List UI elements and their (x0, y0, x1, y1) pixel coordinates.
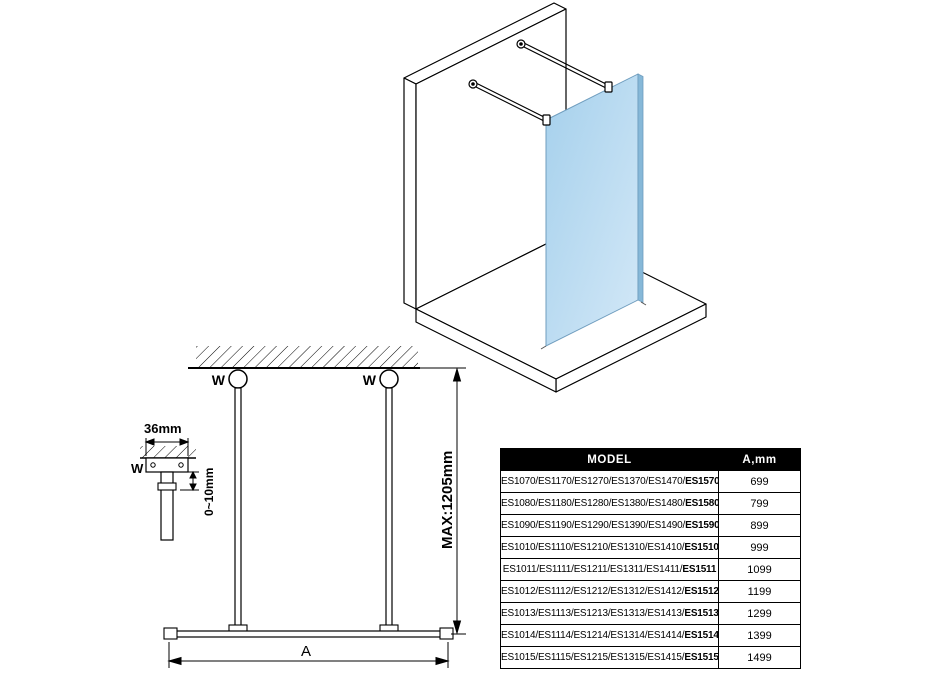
model-cell: ES1013/ES1113/ES1213/ES1313/ES1413/ES151… (500, 602, 719, 625)
table-row: ES1014/ES1114/ES1214/ES1314/ES1414/ES151… (500, 624, 801, 647)
support-rod-right (385, 387, 393, 634)
ceiling-hatch (196, 346, 418, 368)
mount-detail: 36mm 0~10mm W (131, 421, 216, 541)
adjust-range-dimension (178, 470, 199, 492)
bracket-screw-right (178, 462, 184, 468)
model-list: ES1015/ES1115/ES1215/ES1315/ES1415/ (501, 652, 685, 663)
bracket-width-label: 36mm (144, 421, 182, 436)
model-cell: ES1012/ES1112/ES1212/ES1312/ES1412/ES151… (500, 580, 719, 603)
front-view: W W MAX:1205mm A (163, 346, 466, 668)
table-row: ES1011/ES1111/ES1211/ES1311/ES1411/ES151… (500, 558, 801, 581)
model-last-bold: ES1570 (685, 476, 719, 487)
a-value-cell: 799 (718, 492, 801, 515)
model-last-bold: ES1513 (684, 608, 719, 619)
model-list: ES1011/ES1111/ES1211/ES1311/ES1411/ (502, 564, 683, 575)
model-last-bold: ES1511 (682, 564, 717, 575)
model-list: ES1090/ES1190/ES1290/ES1390/ES1490/ (501, 520, 686, 531)
a-value-cell: 699 (718, 470, 801, 493)
model-list: ES1070/ES1170/ES1270/ES1370/ES1470/ (501, 476, 686, 487)
max-height-dimension (451, 367, 466, 635)
glass-clamp (604, 81, 613, 93)
model-cell: ES1090/ES1190/ES1290/ES1390/ES1490/ES159… (500, 514, 719, 537)
model-last-bold: ES1512 (684, 586, 719, 597)
model-cell: ES1010/ES1110/ES1210/ES1310/ES1410/ES151… (500, 536, 719, 559)
a-value-cell: 999 (718, 536, 801, 559)
profile-end-cap-left (163, 627, 178, 640)
model-last-bold: ES1515 (684, 652, 719, 663)
wall-flange-screw (471, 82, 475, 86)
max-height-label: MAX:1205mm (439, 451, 456, 549)
glass-panel (540, 73, 647, 350)
model-last-bold: ES1514 (684, 630, 719, 641)
bracket-screw-left (150, 462, 156, 468)
model-cell: ES1080/ES1180/ES1280/ES1380/ES1480/ES158… (500, 492, 719, 515)
width-a-label: A (301, 643, 311, 660)
model-list: ES1010/ES1110/ES1210/ES1310/ES1410/ (501, 542, 685, 553)
w-label-detail: W (131, 461, 144, 476)
model-list: ES1012/ES1112/ES1212/ES1312/ES1412/ (501, 586, 685, 597)
adjust-collar (157, 482, 177, 491)
wall-flange-screw (519, 42, 523, 46)
model-list: ES1014/ES1114/ES1214/ES1314/ES1414/ (501, 630, 685, 641)
wall-side-face (403, 77, 417, 310)
glass-clamp (542, 114, 551, 126)
a-value-cell: 1099 (718, 558, 801, 581)
a-mm-column-header: A,mm (718, 448, 801, 471)
model-cell: ES1011/ES1111/ES1211/ES1311/ES1411/ES151… (500, 558, 719, 581)
glass-face (545, 73, 639, 347)
glass-top-profile (167, 630, 450, 638)
model-column-header: MODEL (500, 448, 719, 471)
table-row: ES1012/ES1112/ES1212/ES1312/ES1412/ES151… (500, 580, 801, 603)
model-last-bold: ES1510 (684, 542, 719, 553)
model-last-bold: ES1580 (685, 498, 719, 509)
model-list: ES1013/ES1113/ES1213/ES1313/ES1413/ (501, 608, 685, 619)
floor-front-left-face (415, 308, 557, 393)
table-row: ES1070/ES1170/ES1270/ES1370/ES1470/ES157… (500, 470, 801, 493)
adjust-range-label: 0~10mm (202, 468, 216, 516)
model-last-bold: ES1590 (685, 520, 719, 531)
a-value-cell: 1299 (718, 602, 801, 625)
glass-bottom-corner-mark (640, 301, 647, 306)
model-cell: ES1014/ES1114/ES1214/ES1314/ES1414/ES151… (500, 624, 719, 647)
glass-bottom-corner-mark (540, 345, 547, 350)
model-list: ES1080/ES1180/ES1280/ES1380/ES1480/ (501, 498, 686, 509)
table-row: ES1015/ES1115/ES1215/ES1315/ES1415/ES151… (500, 646, 801, 669)
support-rod-left (234, 387, 242, 634)
a-value-cell: 1199 (718, 580, 801, 603)
table-row: ES1010/ES1110/ES1210/ES1310/ES1410/ES151… (500, 536, 801, 559)
ceiling-mount-left (228, 369, 248, 389)
support-bars (468, 39, 613, 126)
w-label-right: W (363, 372, 377, 388)
width-a-dimension (167, 642, 450, 668)
table-row: ES1080/ES1180/ES1280/ES1380/ES1480/ES158… (500, 492, 801, 515)
a-value-cell: 899 (718, 514, 801, 537)
w-label-left: W (212, 372, 226, 388)
model-table: MODEL A,mm ES1070/ES1170/ES1270/ES1370/E… (500, 448, 801, 669)
detail-ceiling-hatch (140, 446, 196, 458)
table-header-row: MODEL A,mm (500, 448, 801, 471)
model-cell: ES1015/ES1115/ES1215/ES1315/ES1415/ES151… (500, 646, 719, 669)
model-cell: ES1070/ES1170/ES1270/ES1370/ES1470/ES157… (500, 470, 719, 493)
ceiling-mount-right (379, 369, 399, 389)
a-value-cell: 1499 (718, 646, 801, 669)
glass-thickness-edge (637, 73, 644, 304)
table-row: ES1090/ES1190/ES1290/ES1390/ES1490/ES159… (500, 514, 801, 537)
a-value-cell: 1399 (718, 624, 801, 647)
table-row: ES1013/ES1113/ES1213/ES1313/ES1413/ES151… (500, 602, 801, 625)
detail-rod (160, 471, 174, 541)
